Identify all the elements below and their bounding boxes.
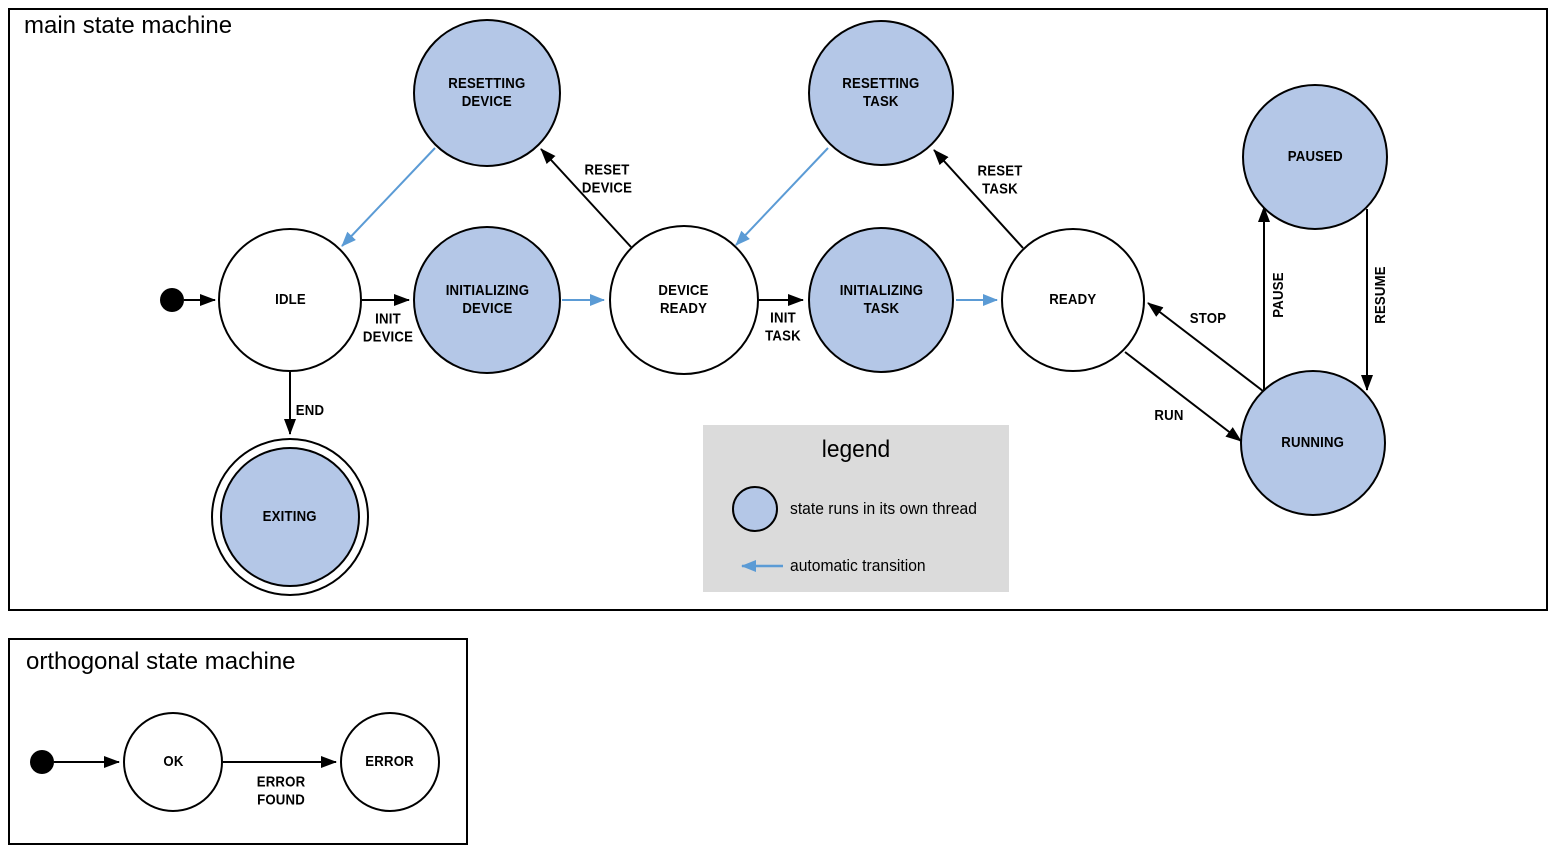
state-label: ERROR bbox=[365, 753, 415, 771]
transition-label-reset-task: RESET TASK bbox=[977, 162, 1023, 197]
state-running: RUNNING bbox=[1240, 370, 1386, 516]
legend-box: legend state runs in its own thread auto… bbox=[703, 425, 1009, 592]
transition-label-stop: STOP bbox=[1189, 310, 1227, 328]
auto-transition-arrow-icon bbox=[741, 560, 783, 572]
state-label: RESETTING DEVICE bbox=[448, 75, 526, 110]
state-device-ready: DEVICE READY bbox=[609, 225, 759, 375]
transition-resetting-device-done bbox=[341, 147, 436, 247]
state-label: DEVICE READY bbox=[658, 282, 710, 317]
state-label: PAUSED bbox=[1287, 148, 1343, 166]
main-state-machine-title: main state machine bbox=[24, 12, 233, 39]
transition-stop bbox=[1147, 302, 1264, 392]
state-exiting: EXITING bbox=[220, 447, 360, 587]
transition-run bbox=[1124, 351, 1242, 442]
initial-state-dot bbox=[30, 750, 54, 774]
state-paused: PAUSED bbox=[1242, 84, 1388, 230]
state-label: INITIALIZING DEVICE bbox=[445, 282, 529, 317]
main-state-machine-panel bbox=[8, 8, 1548, 611]
transition-label-end: END bbox=[295, 402, 325, 420]
state-label: EXITING bbox=[262, 508, 318, 526]
orthogonal-state-machine-panel bbox=[8, 638, 468, 845]
legend-title: legend bbox=[821, 436, 891, 463]
transition-reset-task bbox=[933, 149, 1024, 249]
state-resetting-task: RESETTING TASK bbox=[808, 20, 954, 166]
state-ok: OK bbox=[123, 712, 223, 812]
state-error: ERROR bbox=[340, 712, 440, 812]
transition-label-pause: PAUSE bbox=[1270, 272, 1288, 318]
initial-state-dot bbox=[160, 288, 184, 312]
state-label: INITIALIZING TASK bbox=[839, 282, 923, 317]
state-ready: READY bbox=[1001, 228, 1145, 372]
transition-reset-device bbox=[540, 148, 632, 248]
state-label: RESETTING TASK bbox=[842, 75, 920, 110]
transition-label-init-task: INIT TASK bbox=[765, 309, 801, 344]
legend-thread-label: state runs in its own thread bbox=[790, 499, 977, 518]
transition-label-error-found: ERROR FOUND bbox=[256, 773, 306, 808]
orthogonal-state-machine-title: orthogonal state machine bbox=[26, 648, 296, 675]
legend-auto-label: automatic transition bbox=[790, 556, 926, 575]
thread-state-swatch-icon bbox=[732, 486, 778, 532]
state-resetting-device: RESETTING DEVICE bbox=[413, 19, 561, 167]
transition-label-init-device: INIT DEVICE bbox=[362, 310, 414, 345]
state-initializing-task: INITIALIZING TASK bbox=[808, 227, 954, 373]
state-label: OK bbox=[162, 753, 184, 771]
state-initializing-device: INITIALIZING DEVICE bbox=[413, 226, 561, 374]
transition-label-run: RUN bbox=[1154, 407, 1184, 425]
state-label: RUNNING bbox=[1281, 434, 1345, 452]
state-label: IDLE bbox=[274, 291, 306, 309]
transition-label-reset-device: RESET DEVICE bbox=[581, 161, 633, 196]
state-label: READY bbox=[1049, 291, 1097, 309]
transition-resetting-task-done bbox=[735, 147, 829, 246]
state-idle: IDLE bbox=[218, 228, 362, 372]
transition-label-resume: RESUME bbox=[1372, 266, 1390, 324]
